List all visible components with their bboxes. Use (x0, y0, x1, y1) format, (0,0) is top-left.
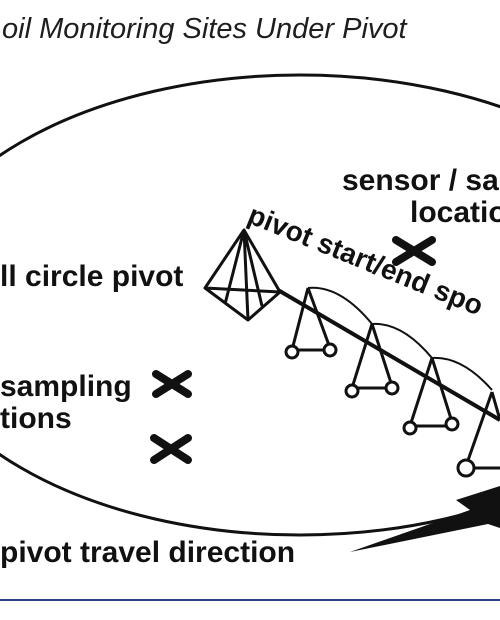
drive-tower-2 (344, 323, 400, 399)
sampling-location-label-line2: tions (0, 402, 72, 435)
pivot-center-tower (203, 228, 282, 322)
diagram-title: oil Monitoring Sites Under Pivot (2, 13, 409, 45)
sampling-site-marker-1 (152, 370, 192, 398)
sensor-site-marker (392, 236, 436, 266)
pivot-arm (276, 286, 500, 422)
sensor-location-label-line2: locatio (410, 196, 500, 229)
drive-tower-3 (402, 357, 460, 436)
drive-tower-4 (456, 391, 500, 478)
sampling-location-label-line1: sampling (0, 370, 132, 403)
drive-tower-1 (284, 287, 338, 360)
sampling-site-marker-2 (150, 434, 192, 464)
travel-direction-label: pivot travel direction (0, 536, 295, 569)
field-boundary (0, 73, 500, 537)
pivot-label: ll circle pivot (0, 260, 183, 293)
travel-direction-arrow-icon (350, 486, 500, 552)
sensor-location-label-line1: sensor / sa (342, 164, 499, 197)
